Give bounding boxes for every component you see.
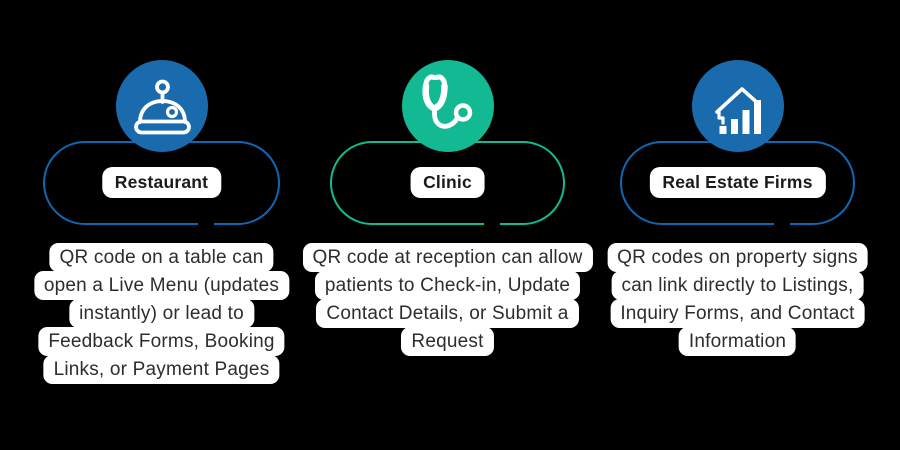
restaurant-icon-circle (115, 60, 208, 152)
description-line: Inquiry Forms, and Contact (607, 299, 868, 328)
description-line: Information (607, 327, 868, 356)
description-line: Feedback Forms, Booking (34, 327, 289, 356)
restaurant-title: Restaurant (114, 172, 209, 192)
description-line: patients to Check-in, Update (302, 271, 592, 300)
clinic-title: Clinic (423, 172, 472, 192)
description-line: QR codes on property signs (607, 243, 868, 272)
pill-border-gap (483, 220, 500, 226)
description-line: QR code at reception can allow (302, 243, 593, 272)
real-estate-icon-circle (691, 60, 784, 152)
house-bar-chart-icon (714, 87, 761, 134)
real-estate-title: Real Estate Firms (662, 172, 813, 192)
description-line: Links, or Payment Pages (34, 355, 289, 384)
real-estate-card: Real Estate Firms QR codes on property s… (607, 0, 868, 450)
description-line: open a Live Menu (updates (33, 271, 290, 300)
pill-border-gap (197, 220, 214, 226)
description-line: can link directly to Listings, (607, 271, 868, 300)
description-line: QR code on a table can (34, 243, 289, 272)
restaurant-title-chip: Restaurant (101, 167, 222, 198)
description-line: Request (302, 327, 592, 356)
clinic-title-chip: Clinic (410, 167, 485, 198)
real-estate-title-chip: Real Estate Firms (649, 167, 826, 198)
pill-border-gap (773, 220, 790, 226)
description-line: instantly) or lead to (34, 299, 289, 328)
description-line: Contact Details, or Submit a (302, 299, 592, 328)
cloche-icon (133, 79, 191, 135)
stethoscope-icon (421, 74, 472, 129)
clinic-icon-circle (401, 60, 494, 152)
